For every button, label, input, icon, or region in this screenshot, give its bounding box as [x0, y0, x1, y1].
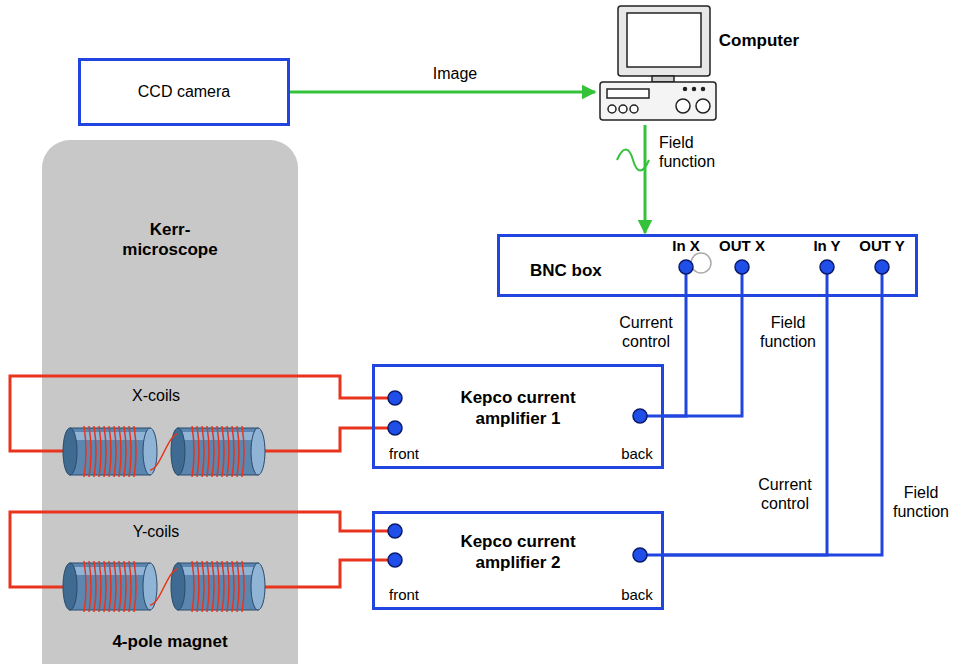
label-holder: Y-coils: [133, 523, 180, 541]
node-title: Kepco current amplifier 1: [443, 388, 593, 429]
microscope-band: [42, 140, 298, 664]
coil: [171, 561, 265, 612]
computer-icon: [600, 6, 716, 120]
terminal-label: back: [621, 445, 653, 462]
edge-label-holder: Current control: [610, 313, 682, 351]
edge-label-holder: Field function: [888, 483, 954, 521]
image-arrow: [290, 91, 595, 94]
coil: [63, 561, 157, 612]
edge-label: Current control: [610, 313, 682, 351]
node-title: CCD camera: [138, 82, 230, 101]
port-label: OUT X: [719, 237, 765, 254]
terminal-label: back: [621, 586, 653, 603]
edge-label-holder: Field function: [752, 313, 824, 351]
coil: [171, 426, 265, 477]
coil-link: [150, 434, 178, 470]
terminal-label: front: [389, 445, 419, 462]
coil: [63, 426, 157, 477]
coil-wires: [10, 376, 388, 587]
label-holder: In X: [672, 237, 700, 254]
node-title: Computer: [719, 31, 799, 51]
coil-link: [150, 569, 178, 605]
coils: [63, 426, 265, 612]
bnc-box: BNC box: [497, 234, 918, 297]
field-arrow: [644, 125, 647, 233]
port-label: In X: [672, 237, 700, 254]
edge-label-holder: Current control: [749, 475, 821, 513]
coil-label: X-coils: [132, 387, 180, 405]
port-label: In Y: [813, 237, 840, 254]
node-title: BNC box: [530, 261, 602, 281]
label-holder: In Y: [813, 237, 840, 254]
label-holder: back: [621, 586, 653, 603]
node-subtitle: 4-pole magnet: [112, 632, 227, 652]
bnc-cable: [664, 297, 882, 555]
label-holder: front: [389, 586, 419, 603]
bnc-cable: [664, 297, 827, 555]
edge-label: Image: [433, 64, 477, 83]
terminal-label: front: [389, 586, 419, 603]
node-title: Kepco current amplifier 2: [443, 532, 593, 573]
edge-label: Field function: [659, 133, 731, 171]
cursor-ring: [691, 253, 711, 273]
computer-node: Computer: [595, 5, 805, 125]
edge-label: Current control: [749, 475, 821, 513]
node-title: Kerr-microscope: [105, 220, 235, 261]
port-label: OUT Y: [859, 237, 905, 254]
edge-label: Field function: [752, 313, 824, 351]
edge-label-holder: Field function: [659, 133, 731, 171]
label-holder: OUT Y: [859, 237, 905, 254]
label-holder: front: [389, 445, 419, 462]
camera-box: CCD camera: [78, 58, 290, 126]
label-holder: back: [621, 445, 653, 462]
label-holder: OUT X: [719, 237, 765, 254]
coil-label: Y-coils: [133, 523, 180, 541]
port-stubs: [640, 267, 882, 555]
terminals: [388, 260, 889, 567]
edge-label-holder: Image: [433, 64, 477, 83]
edge-label: Field function: [888, 483, 954, 521]
label-holder: X-coils: [132, 387, 180, 405]
